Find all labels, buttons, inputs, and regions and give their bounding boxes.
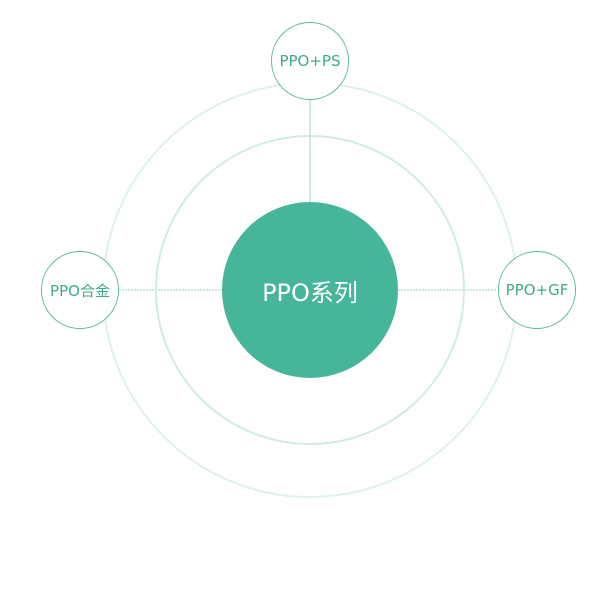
- node-right-label: PPO+GF: [505, 281, 569, 299]
- node-right: PPO+GF: [498, 251, 576, 329]
- node-top-label: PPO+PS: [279, 52, 341, 70]
- center-label: PPO系列: [262, 278, 358, 307]
- node-left: PPO合金: [41, 251, 119, 329]
- center-node: PPO系列: [222, 202, 398, 378]
- node-top: PPO+PS: [271, 22, 349, 100]
- node-left-label: PPO合金: [50, 281, 110, 300]
